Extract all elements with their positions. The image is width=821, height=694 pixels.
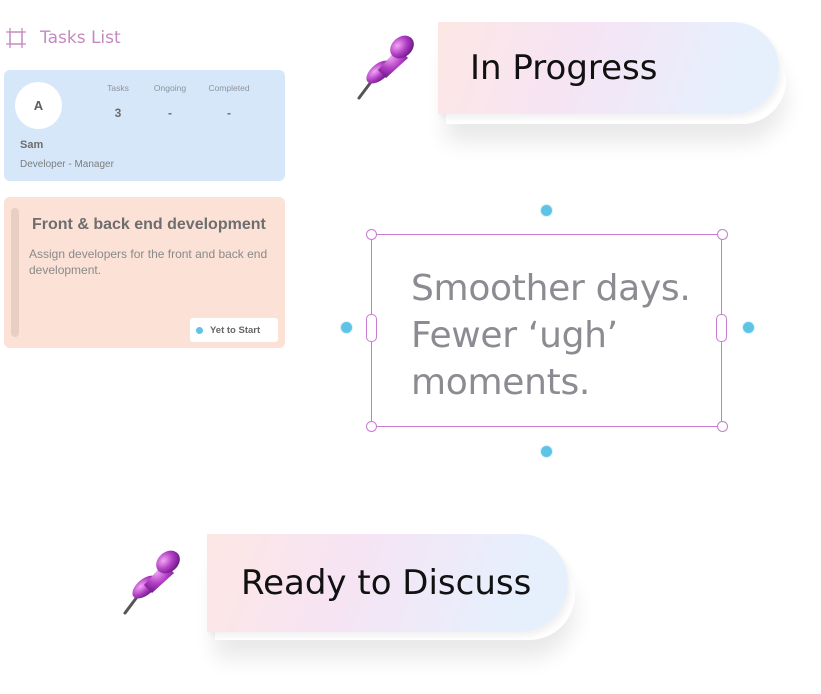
avatar: A — [15, 82, 62, 129]
connector-dot-left-icon[interactable] — [340, 321, 353, 334]
stage-label: In Progress — [470, 48, 658, 88]
text-box-content[interactable]: Smoother days. Fewer ‘ugh’ moments. — [411, 265, 711, 406]
text-line: Fewer ‘ugh’ — [411, 315, 618, 356]
user-role: Developer - Manager — [20, 159, 114, 170]
stat-value: 3 — [114, 106, 122, 120]
task-card-bar — [11, 208, 19, 337]
stage-in-progress[interactable]: In Progress — [438, 22, 779, 114]
user-name: Sam — [20, 139, 44, 151]
stat-ongoing: Ongoing - — [140, 83, 200, 120]
resize-handle-bottom-right[interactable] — [717, 421, 728, 432]
stat-label: Completed — [208, 83, 250, 93]
stat-tasks: Tasks 3 — [88, 83, 148, 120]
stat-label: Tasks — [107, 83, 129, 93]
resize-handle-top-left[interactable] — [366, 229, 377, 240]
resize-handle-top-right[interactable] — [717, 229, 728, 240]
stat-value: - — [227, 106, 231, 120]
grid-frame-icon — [6, 28, 26, 48]
connector-dot-right-icon[interactable] — [742, 321, 755, 334]
stage-label: Ready to Discuss — [241, 563, 532, 603]
resize-handle-right[interactable] — [716, 314, 727, 342]
status-label: Yet to Start — [210, 324, 261, 336]
stat-value: - — [168, 106, 172, 120]
stat-completed: Completed - — [199, 83, 259, 120]
status-badge[interactable]: Yet to Start — [190, 318, 278, 342]
tasks-list-title: Tasks List — [40, 28, 121, 48]
task-card[interactable]: Front & back end development Assign deve… — [4, 197, 285, 348]
resize-handle-bottom-left[interactable] — [366, 421, 377, 432]
stage-ready-to-discuss[interactable]: Ready to Discuss — [207, 534, 568, 632]
task-description: Assign developers for the front and back… — [29, 247, 268, 277]
text-line: moments. — [411, 362, 591, 403]
pushpin-icon — [123, 550, 180, 615]
user-card[interactable]: A Tasks 3 Ongoing - Completed - Sam Deve… — [4, 70, 285, 181]
pushpin-icon — [357, 35, 414, 100]
status-dot-icon — [196, 326, 203, 334]
tasks-list-header[interactable]: Tasks List — [4, 26, 121, 50]
connector-dot-top-icon[interactable] — [540, 204, 553, 217]
text-line: Smoother days. — [411, 268, 691, 309]
task-title: Front & back end development — [32, 216, 266, 233]
stat-label: Ongoing — [153, 83, 187, 93]
resize-handle-left[interactable] — [366, 314, 377, 342]
connector-dot-bottom-icon[interactable] — [540, 445, 553, 458]
